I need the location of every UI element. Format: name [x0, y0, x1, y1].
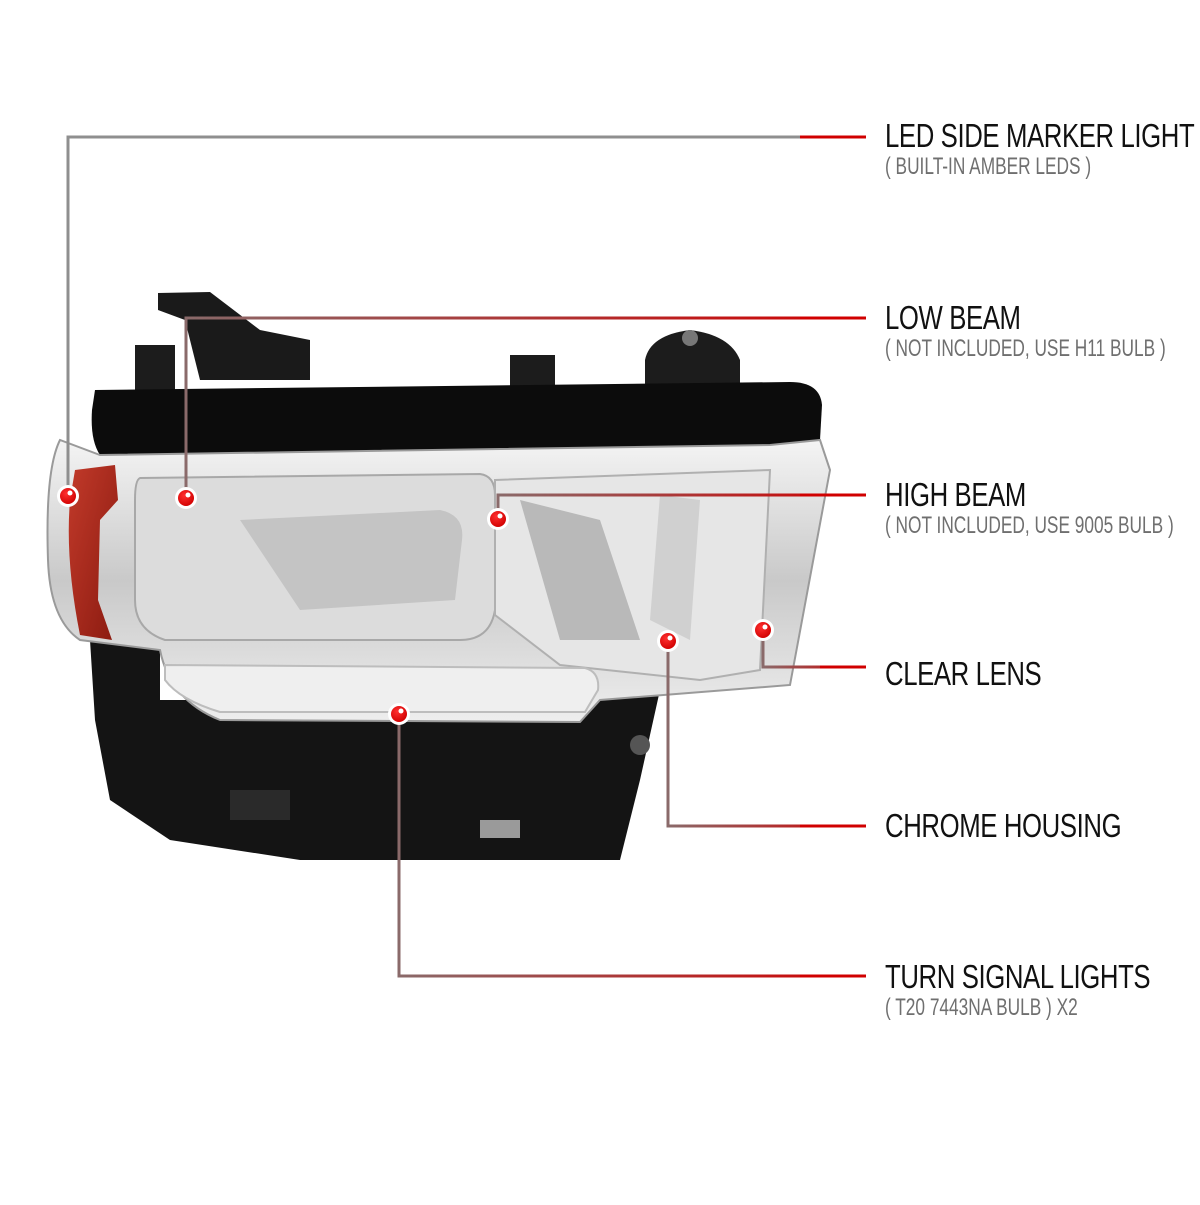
dot-clear-lens: [752, 619, 774, 641]
dot-high-beam: [487, 508, 509, 530]
callout-subtitle: ( BUILT-IN AMBER LEDS ): [885, 153, 1092, 180]
callout-title: LOW BEAM: [885, 299, 1021, 336]
callout-low-beam: LOW BEAM ( NOT INCLUDED, USE H11 BULB ): [885, 300, 1200, 362]
dot-turn-signal: [388, 703, 410, 725]
side-marker-amber: [68, 465, 118, 640]
callout-title: CHROME HOUSING: [885, 807, 1122, 844]
top-trim: [91, 382, 822, 455]
callout-title: LED SIDE MARKER LIGHT: [885, 117, 1195, 154]
callout-title: HIGH BEAM: [885, 476, 1026, 513]
callout-clear-lens: CLEAR LENS: [885, 656, 1085, 692]
callout-led-side-marker: LED SIDE MARKER LIGHT ( BUILT-IN AMBER L…: [885, 118, 1200, 180]
chrome-housing: [46, 438, 832, 724]
top-brackets: [135, 292, 740, 390]
callout-turn-signal: TURN SIGNAL LIGHTS ( T20 7443NA BULB ) X…: [885, 959, 1200, 1021]
callout-line-ends: [800, 135, 866, 978]
callout-title: CLEAR LENS: [885, 655, 1042, 692]
dot-low-beam: [175, 487, 197, 509]
dot-chrome-housing: [657, 630, 679, 652]
callout-dots: [57, 485, 774, 725]
callout-subtitle: ( NOT INCLUDED, USE H11 BULB ): [885, 335, 1166, 362]
callout-chrome-housing: CHROME HOUSING: [885, 808, 1188, 844]
callout-subtitle: ( NOT INCLUDED, USE 9005 BULB ): [885, 512, 1174, 539]
callout-subtitle: ( T20 7443NA BULB ) X2: [885, 994, 1078, 1021]
callout-high-beam: HIGH BEAM ( NOT INCLUDED, USE 9005 BULB …: [885, 477, 1200, 539]
callout-title: TURN SIGNAL LIGHTS: [885, 958, 1151, 995]
lower-bracket: [90, 640, 660, 860]
dot-side-marker: [57, 485, 79, 507]
